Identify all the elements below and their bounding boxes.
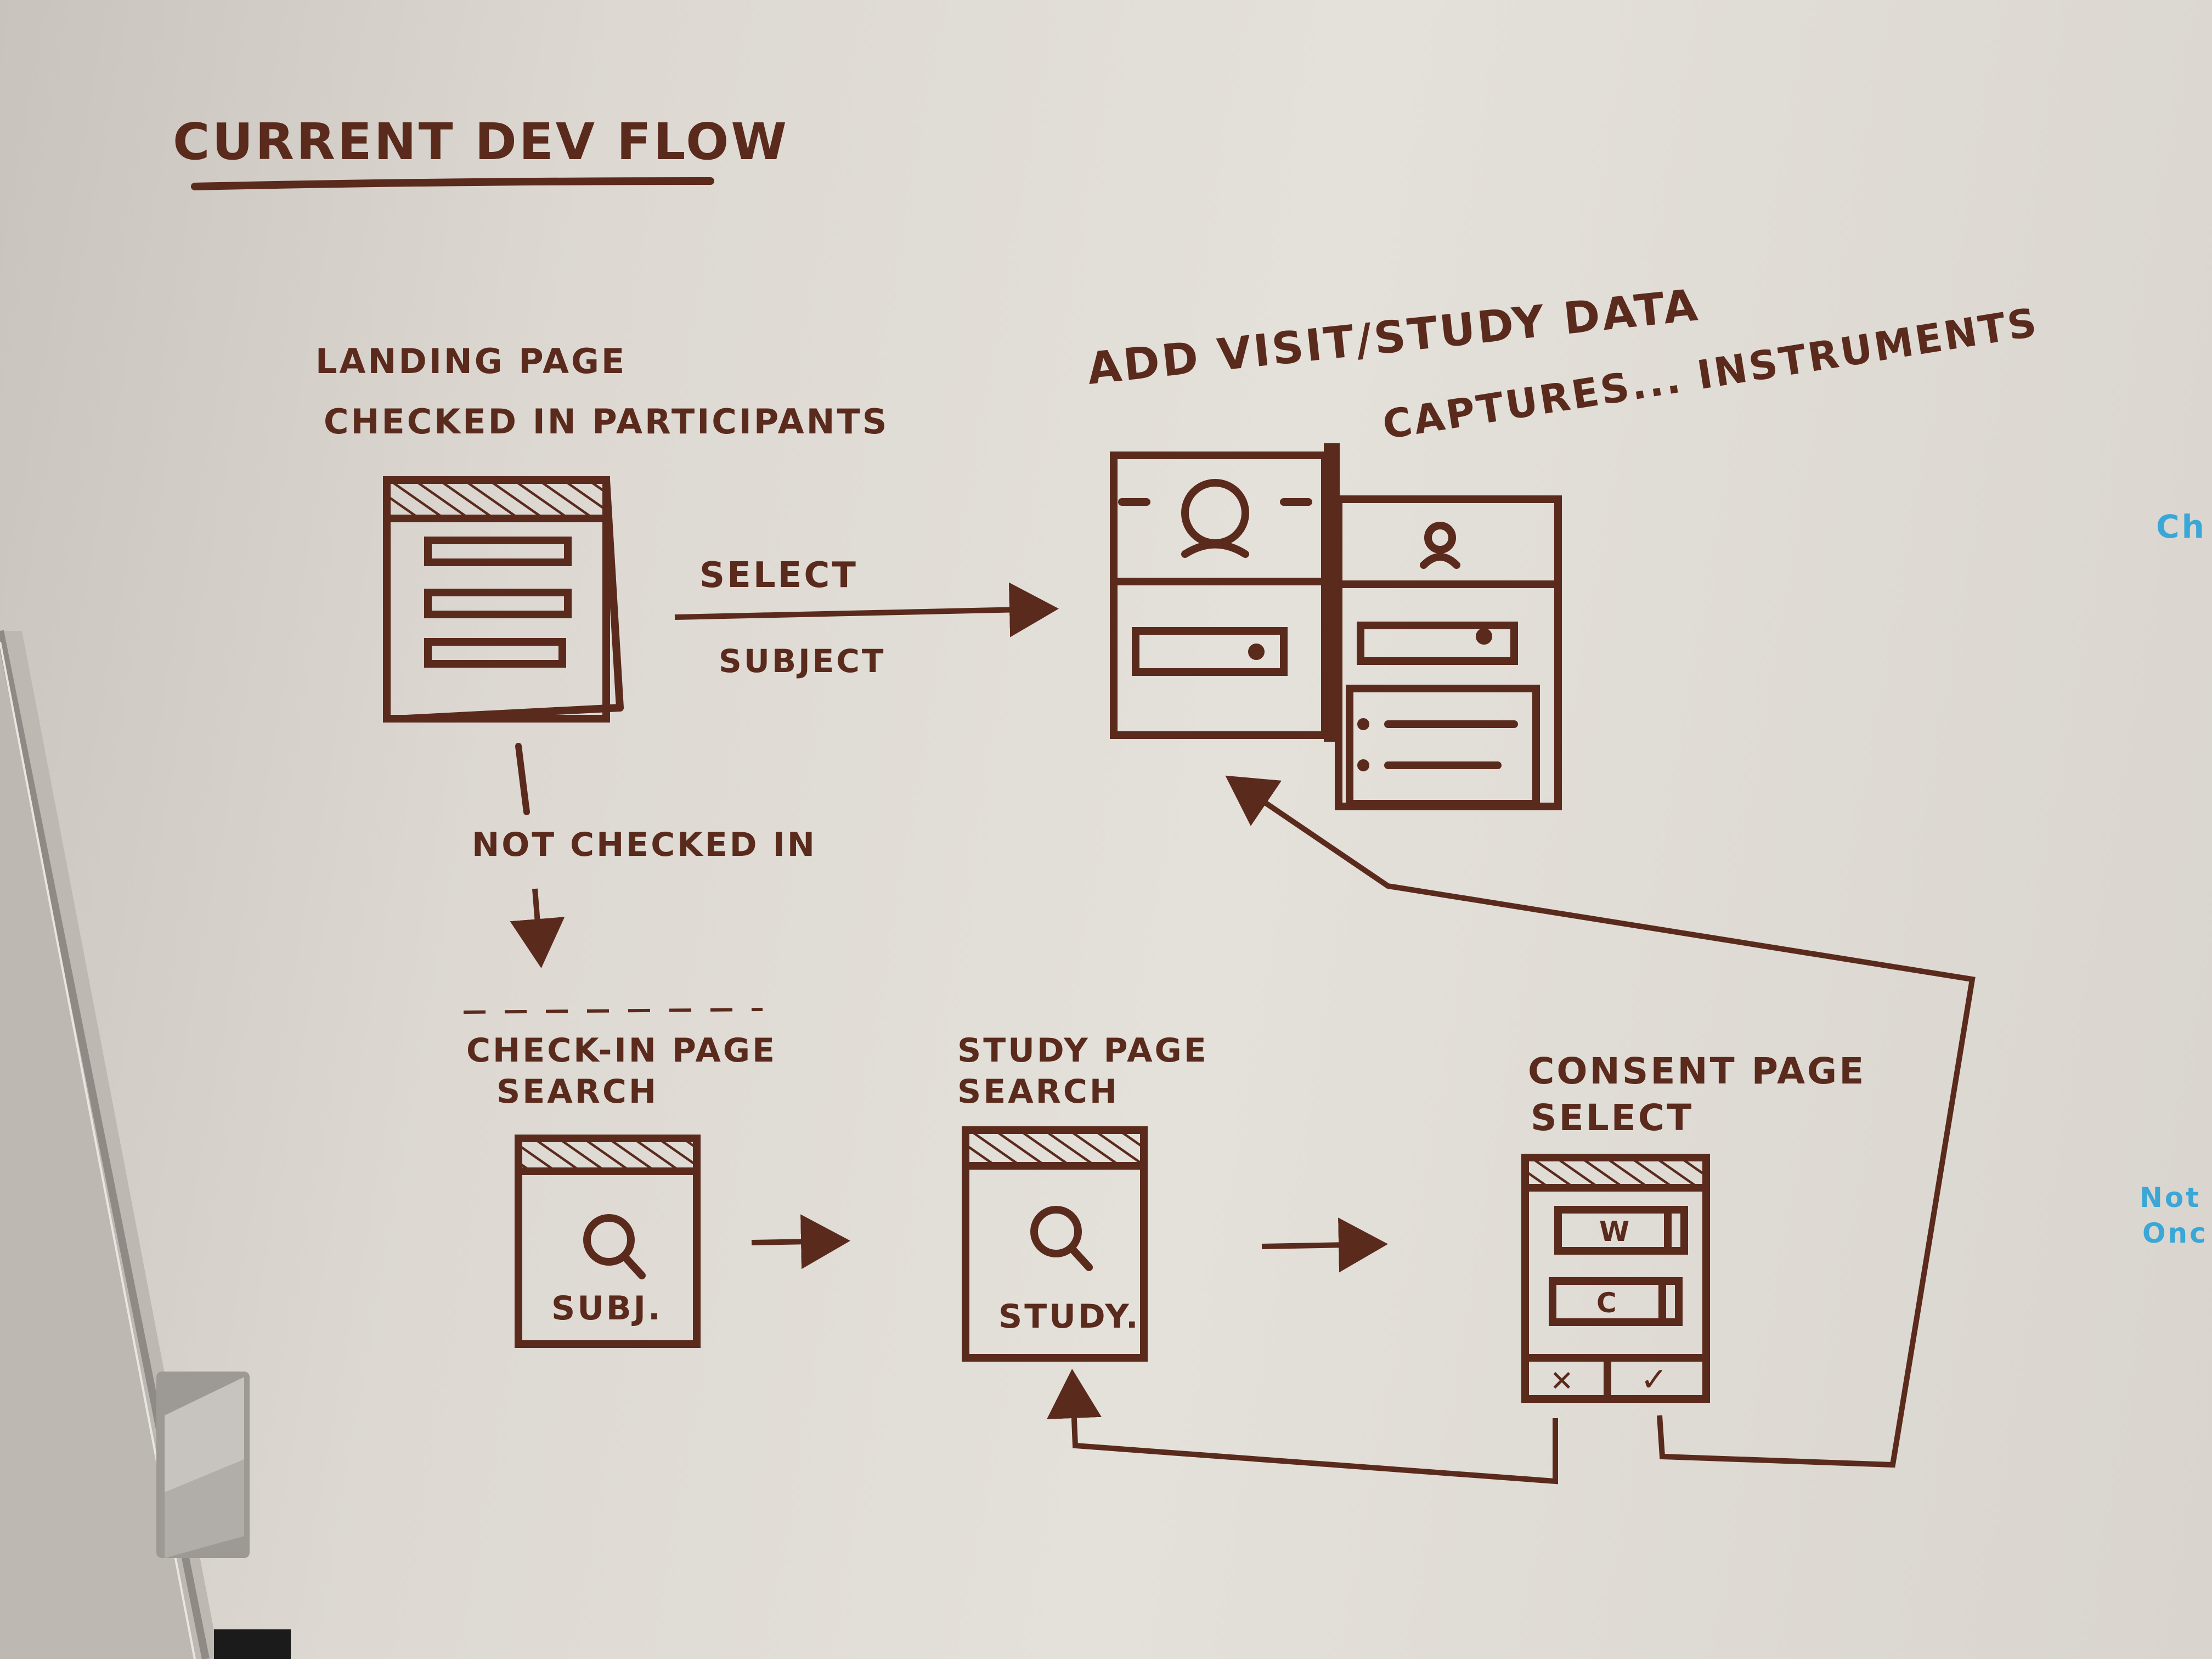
title-underline — [191, 177, 714, 190]
consent-page-sketch — [1521, 1154, 1710, 1403]
study-page-sketch — [962, 1126, 1148, 1362]
landing-sublabel: CHECKED IN PARTICIPANTS — [324, 402, 889, 442]
eraser-holder[interactable] — [156, 1372, 291, 1659]
checkin-label: CHECK-IN PAGE — [466, 1031, 777, 1070]
study-sublabel: SEARCH — [957, 1073, 1119, 1111]
consent-label: CONSENT PAGE — [1528, 1050, 1866, 1092]
checkin-sublabel: SEARCH — [496, 1073, 658, 1111]
consent-node: CONSENT PAGE SELECT W C ✕ ✓ — [1521, 1050, 1866, 1403]
select-label: SELECT — [699, 555, 858, 596]
consent-sublabel: SELECT — [1531, 1097, 1694, 1139]
checkin-box-label: SUBJ. — [551, 1289, 663, 1328]
diagram-title: CURRENT DEV FLOW — [173, 112, 789, 171]
margin-note-top: Ch — [2156, 508, 2207, 545]
arrow-not-checked-in — [510, 888, 565, 968]
study-label: STUDY PAGE — [957, 1031, 1209, 1070]
consent-row1-label: W — [1599, 1216, 1632, 1248]
landing-page-sketch — [383, 476, 624, 723]
arrow-select-subject — [674, 582, 1059, 637]
visit-page-sketch — [1110, 443, 1340, 742]
instrument-page-sketch — [1335, 495, 1562, 810]
consent-accept-button: ✓ — [1640, 1361, 1670, 1399]
search-icon — [583, 1214, 635, 1266]
not-checked-in-label: NOT CHECKED IN — [472, 826, 817, 864]
study-box-label: STUDY. — [998, 1297, 1141, 1336]
arrow-checkin-to-study — [751, 1214, 850, 1269]
consent-row2-label: C — [1596, 1287, 1619, 1319]
landing-node: LANDING PAGE CHECKED IN PARTICIPANTS — [315, 341, 889, 723]
landing-label: LANDING PAGE — [315, 341, 627, 381]
checkin-node: CHECK-IN PAGE SEARCH SUBJ. — [463, 1008, 777, 1348]
margin-note-bottom-1: Not — [2140, 1182, 2201, 1214]
arrow-study-to-consent — [1261, 1217, 1388, 1273]
arrow-reject-to-study — [1046, 1369, 1558, 1485]
study-node: STUDY PAGE SEARCH STUDY. — [957, 1031, 1209, 1362]
subject-label: SUBJECT — [719, 642, 885, 680]
search-icon — [1030, 1206, 1082, 1257]
arrow-not-checked-in-top — [515, 743, 530, 815]
checkin-page-sketch — [515, 1135, 701, 1348]
arrow-accept-to-visit — [1225, 775, 1976, 1468]
add-visit-node: ADD VISIT/STUDY DATA CAPTURES... INSTRUM… — [1085, 279, 2041, 810]
consent-reject-button: ✕ — [1550, 1365, 1576, 1398]
margin-note-bottom-2: Onc — [2142, 1217, 2208, 1249]
